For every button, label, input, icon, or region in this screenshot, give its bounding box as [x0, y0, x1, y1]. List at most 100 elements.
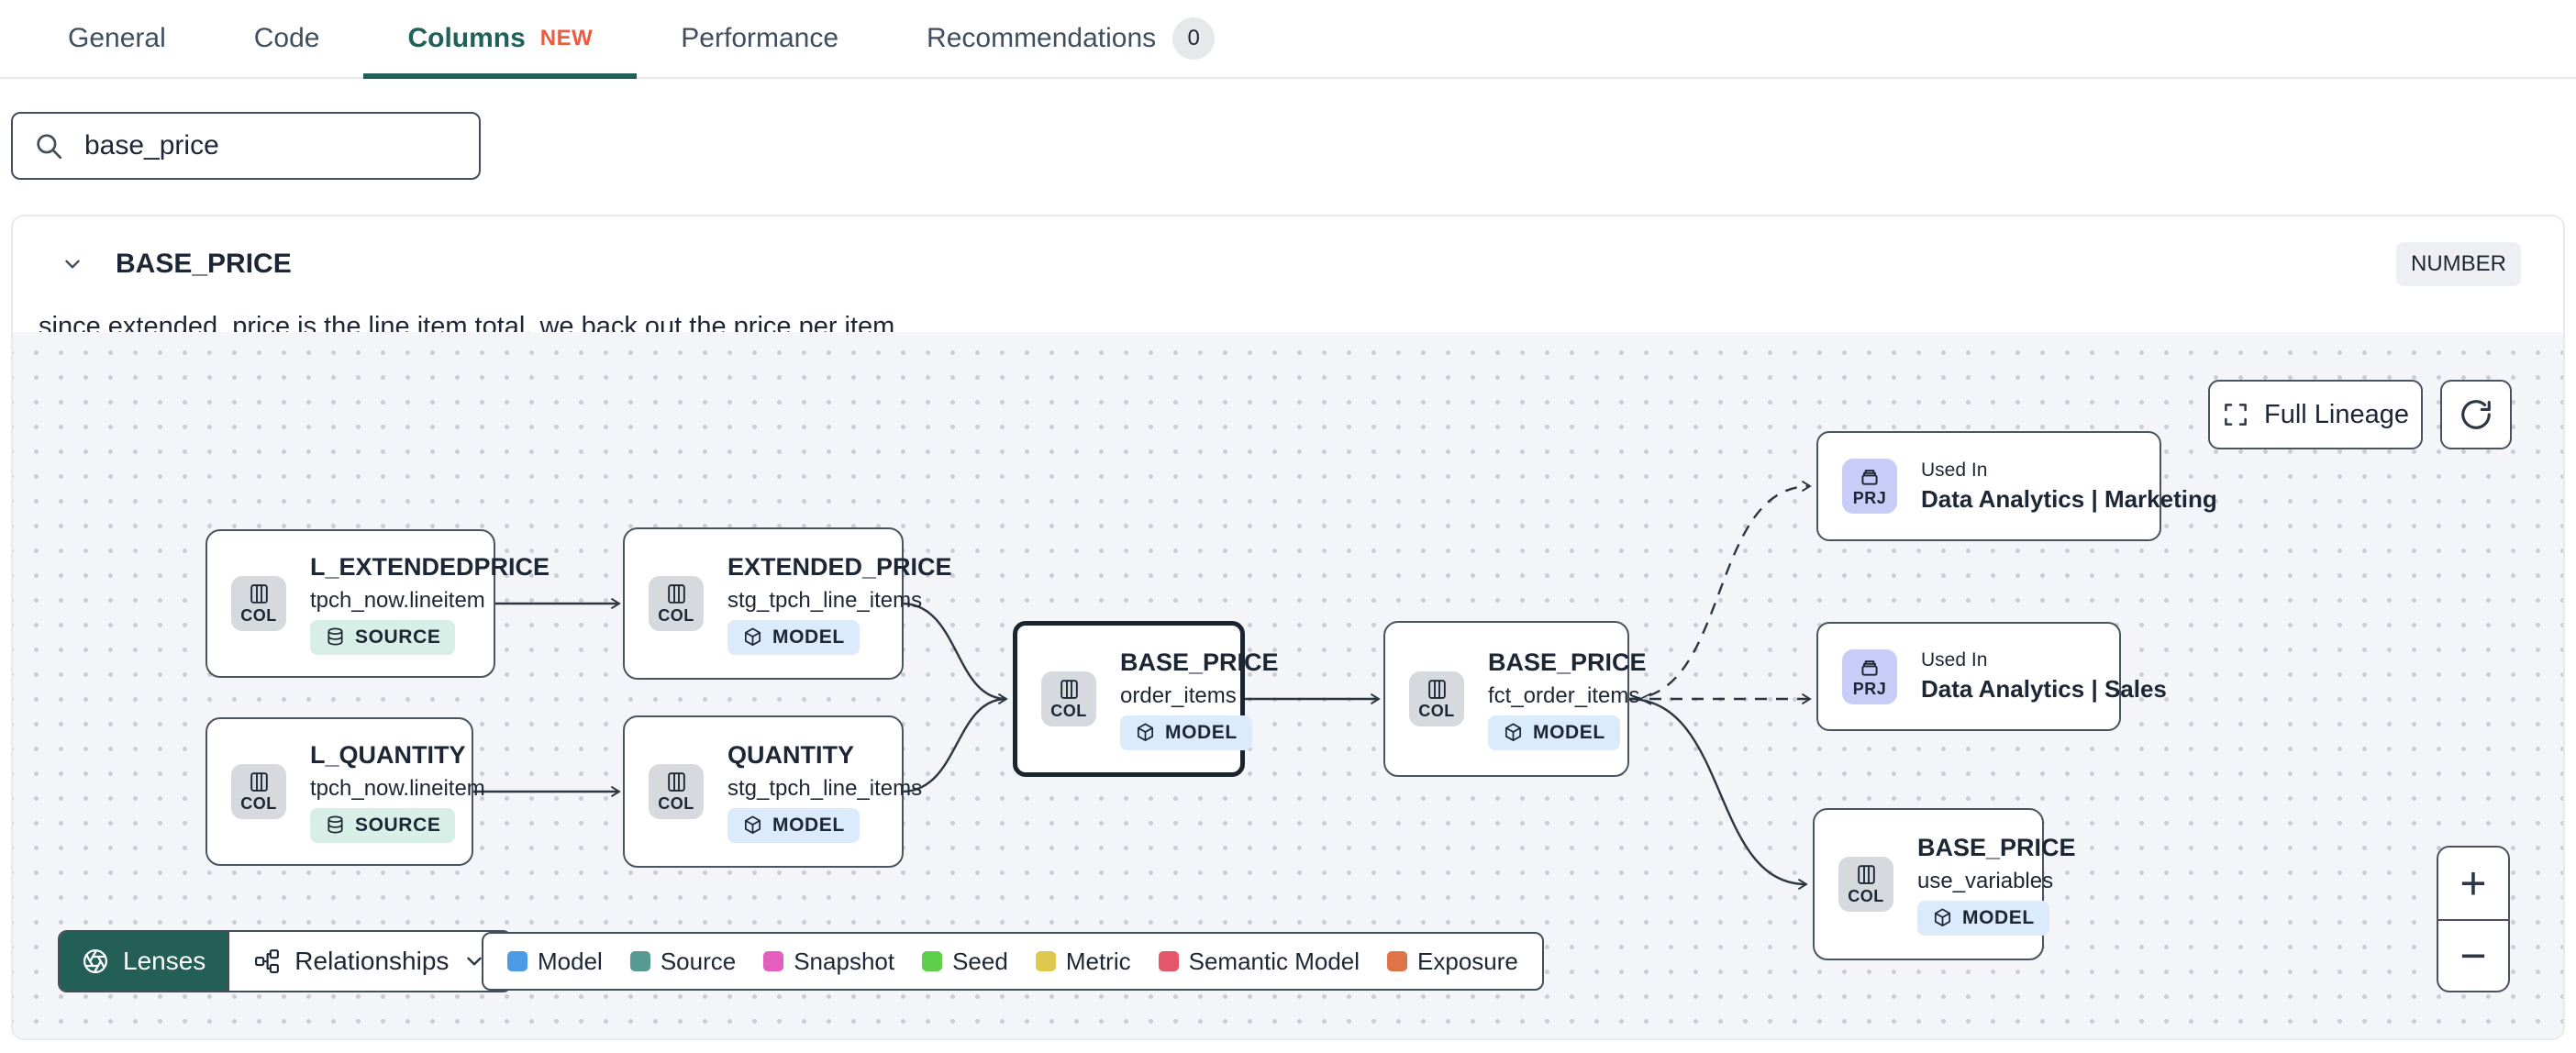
cube-icon	[1135, 722, 1156, 743]
column-kind-tile: COL	[231, 764, 286, 819]
legend-item-exposure: Exposure	[1387, 948, 1518, 976]
node-title: Data Analytics | Sales	[1921, 675, 2167, 703]
edge-extendedprice-baseprice	[901, 602, 1008, 705]
legend-item-snapshot: Snapshot	[763, 948, 894, 976]
lineage-node-quantity[interactable]: COL QUANTITY stg_tpch_line_items MODEL	[623, 715, 922, 868]
badge-label: MODEL	[772, 626, 845, 648]
tab-label: Recommendations	[927, 23, 1157, 53]
tab-general[interactable]: General	[24, 0, 210, 77]
node-title: Data Analytics | Marketing	[1921, 484, 2217, 513]
aperture-icon	[83, 949, 107, 973]
kind-label: PRJ	[1852, 679, 1887, 698]
detail-tab-bar: General Code Columns NEW Performance Rec…	[0, 0, 2576, 79]
badge-label: MODEL	[1165, 721, 1238, 743]
legend-label: Semantic Model	[1188, 947, 1360, 975]
legend-item-model: Model	[507, 948, 603, 976]
node-title: L_EXTENDEDPRICE	[310, 552, 550, 581]
resource-legend: Model Source Snapshot Seed Metric Semant…	[482, 932, 1544, 991]
relationships-dropdown[interactable]: Relationships	[228, 932, 510, 991]
legend-item-seed: Seed	[922, 948, 1008, 976]
node-subtitle: tpch_now.lineitem	[310, 775, 485, 801]
collapse-chevron-icon[interactable]	[61, 252, 84, 276]
column-header: BASE_PRICE NUMBER	[13, 216, 2563, 286]
tab-label: Performance	[681, 23, 839, 53]
lineage-node-usedin-marketing[interactable]: PRJ Used In Data Analytics | Marketing	[1816, 431, 2217, 541]
legend-label: Source	[660, 947, 737, 975]
refresh-icon	[2461, 400, 2491, 429]
node-subtitle: fct_order_items	[1488, 682, 1640, 708]
legend-swatch	[629, 951, 650, 971]
zoom-in-button[interactable]: +	[2459, 858, 2487, 909]
lineage-node-l-quantity[interactable]: COL L_QUANTITY tpch_now.lineitem SOURCE	[205, 717, 485, 866]
used-in-label: Used In	[1921, 459, 1988, 481]
lineage-node-base-price-fct[interactable]: COL BASE_PRICE fct_order_items MODEL	[1383, 621, 1647, 777]
edge-start-arrow	[1638, 693, 1652, 705]
cube-icon	[1503, 722, 1524, 743]
kind-label: COL	[1418, 701, 1455, 720]
node-subtitle: order_items	[1120, 682, 1237, 708]
lineage-node-l-extendedprice[interactable]: COL L_EXTENDEDPRICE tpch_now.lineitem SO…	[205, 529, 550, 678]
lineage-canvas[interactable]: COL L_EXTENDEDPRICE tpch_now.lineitem SO…	[13, 332, 2563, 1038]
column-kind-tile: COL	[649, 576, 704, 631]
legend-label: Metric	[1065, 947, 1131, 975]
tab-columns[interactable]: Columns NEW	[363, 0, 638, 79]
legend-item-metric: Metric	[1035, 947, 1131, 976]
tab-label: General	[68, 23, 166, 53]
cube-icon	[1932, 907, 1953, 928]
lineage-node-usedin-sales[interactable]: PRJ Used In Data Analytics | Sales	[1816, 622, 2167, 731]
tab-code[interactable]: Code	[210, 0, 364, 77]
kind-label: COL	[658, 605, 694, 625]
expand-icon	[2225, 404, 2247, 426]
lineage-node-base-price-use-variables[interactable]: COL BASE_PRICE use_variables MODEL	[1813, 808, 2076, 960]
node-title: L_QUANTITY	[310, 740, 466, 769]
legend-swatch	[1158, 951, 1179, 971]
badge-label: MODEL	[772, 814, 845, 836]
edge-fct-usevariables	[1627, 697, 1808, 891]
columns-icon	[1855, 863, 1878, 886]
full-lineage-label: Full Lineage	[2264, 399, 2409, 429]
lineage-edges	[473, 480, 1812, 891]
edge-fct-marketing	[1627, 480, 1812, 701]
full-lineage-button[interactable]: Full Lineage	[2208, 380, 2423, 449]
zoom-out-button[interactable]: −	[2438, 919, 2508, 991]
node-subtitle: use_variables	[1917, 868, 2054, 893]
used-in-label: Used In	[1921, 649, 1988, 671]
lineage-node-extended-price[interactable]: COL EXTENDED_PRICE stg_tpch_line_items M…	[623, 527, 952, 680]
column-kind-tile: COL	[1838, 857, 1893, 912]
refresh-button[interactable]	[2440, 380, 2512, 449]
resource-type-badge: MODEL	[727, 807, 860, 843]
legend-swatch	[507, 951, 527, 971]
legend-swatch	[922, 951, 943, 971]
node-title: BASE_PRICE	[1120, 648, 1279, 676]
lenses-label: Lenses	[123, 947, 206, 975]
column-search-box[interactable]	[11, 112, 481, 180]
kind-label: COL	[1050, 701, 1087, 720]
tab-performance[interactable]: Performance	[637, 0, 883, 77]
resource-type-badge: SOURCE	[310, 807, 456, 843]
tab-label: Columns	[407, 23, 526, 53]
resource-type-badge: MODEL	[727, 619, 860, 655]
node-title: BASE_PRICE	[1488, 648, 1647, 676]
badge-label: SOURCE	[355, 814, 441, 836]
lineage-node-base-price-selected[interactable]: COL BASE_PRICE order_items MODEL	[1013, 621, 1279, 777]
lenses-button[interactable]: Lenses	[60, 932, 228, 991]
database-icon	[325, 815, 346, 836]
badge-label: MODEL	[1533, 721, 1605, 743]
kind-label: COL	[240, 605, 277, 625]
search-input[interactable]	[83, 129, 459, 162]
column-card: BASE_PRICE NUMBER since extended_price i…	[11, 215, 2565, 1040]
recommendations-count-badge: 0	[1172, 17, 1216, 60]
column-kind-tile: COL	[1041, 671, 1096, 726]
legend-item-source: Source	[629, 947, 737, 976]
legend-swatch	[1035, 951, 1056, 971]
tab-recommendations[interactable]: Recommendations 0	[883, 0, 1259, 77]
node-title: EXTENDED_PRICE	[727, 552, 952, 581]
node-title: BASE_PRICE	[1917, 833, 2076, 861]
kind-label: COL	[658, 793, 694, 813]
kind-label: COL	[240, 793, 277, 813]
database-icon	[325, 626, 346, 648]
project-icon	[1858, 464, 1882, 488]
node-title: QUANTITY	[727, 740, 854, 769]
kind-label: COL	[1848, 886, 1884, 905]
column-kind-tile: COL	[231, 576, 286, 631]
